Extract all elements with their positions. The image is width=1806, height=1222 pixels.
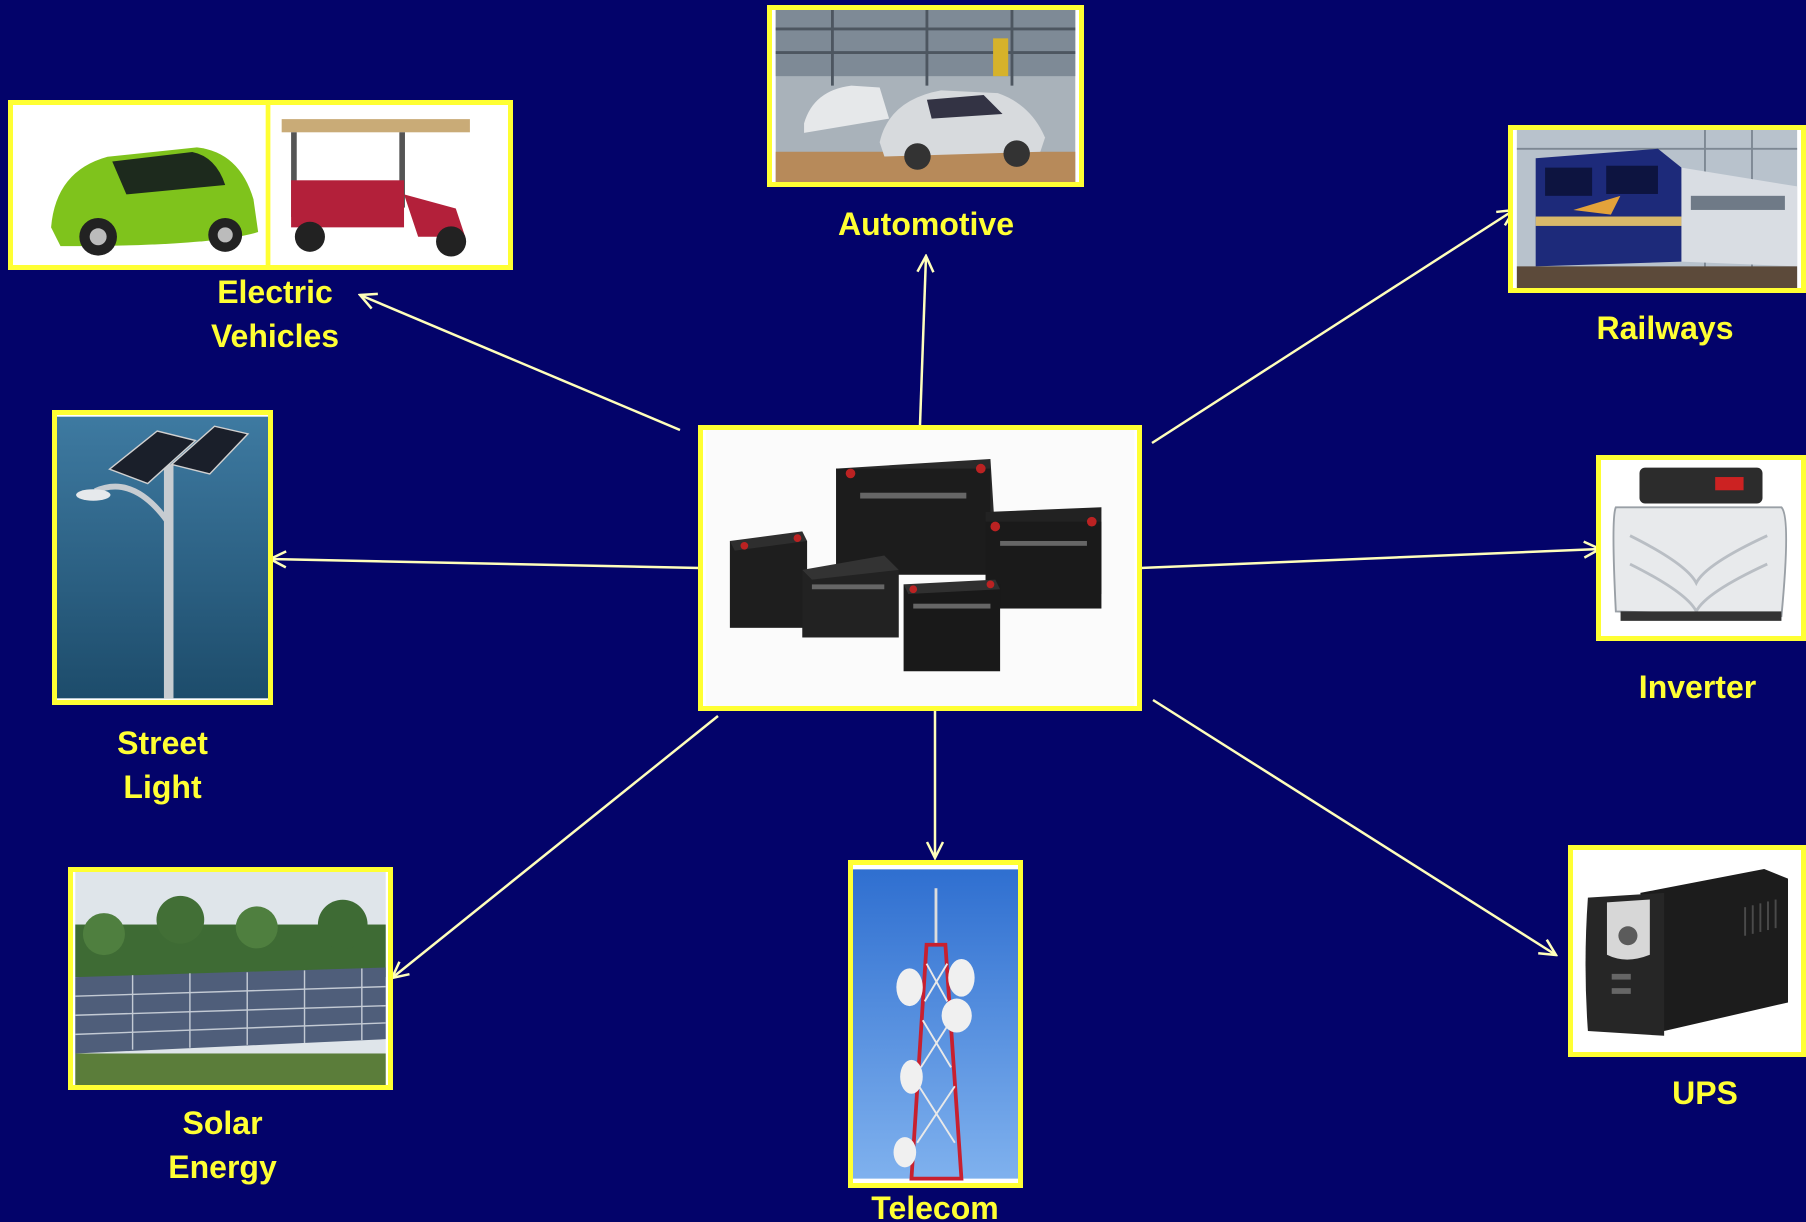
automotive-label: Automotive	[838, 206, 1014, 242]
inverter-image	[1596, 455, 1806, 641]
telecom-image	[848, 860, 1023, 1188]
automotive-image	[767, 5, 1084, 187]
inverter-icon	[1601, 460, 1801, 636]
battery-image	[698, 425, 1142, 711]
solar-energy-image	[68, 867, 393, 1090]
arrow-to-solar-energy	[392, 715, 719, 978]
arrow-to-automotive	[920, 256, 926, 426]
solar-panel-field-icon	[75, 872, 386, 1085]
railways-image	[1508, 125, 1806, 293]
battery-group-icon	[705, 430, 1135, 706]
electric-vehicles-image	[8, 100, 513, 270]
telecom-label: Telecom	[871, 1190, 999, 1222]
ups-unit-icon	[1573, 850, 1801, 1052]
ups-image	[1568, 845, 1806, 1057]
electric-car-and-erickshaw-icon	[22, 105, 499, 265]
locomotive-icon	[1516, 130, 1798, 288]
solar-energy-label: Solar Energy	[168, 1105, 277, 1185]
ups-label: UPS	[1672, 1075, 1738, 1111]
inverter-label: Inverter	[1638, 669, 1757, 705]
railways-label: Railways	[1596, 310, 1734, 346]
telecom-tower-icon	[853, 869, 1018, 1181]
street-light-label: Street Light	[117, 725, 208, 805]
arrow-to-electric-vehicles	[360, 295, 681, 432]
arrow-to-inverter	[1139, 549, 1600, 570]
car-assembly-line-icon	[775, 10, 1076, 182]
solar-street-light-icon	[57, 416, 268, 699]
arrow-to-street-light	[270, 559, 701, 570]
arrow-to-ups	[1152, 698, 1556, 955]
arrow-to-railways	[1151, 210, 1514, 445]
street-light-image	[52, 410, 273, 705]
electric-vehicles-label: Electric Vehicles	[210, 274, 340, 354]
